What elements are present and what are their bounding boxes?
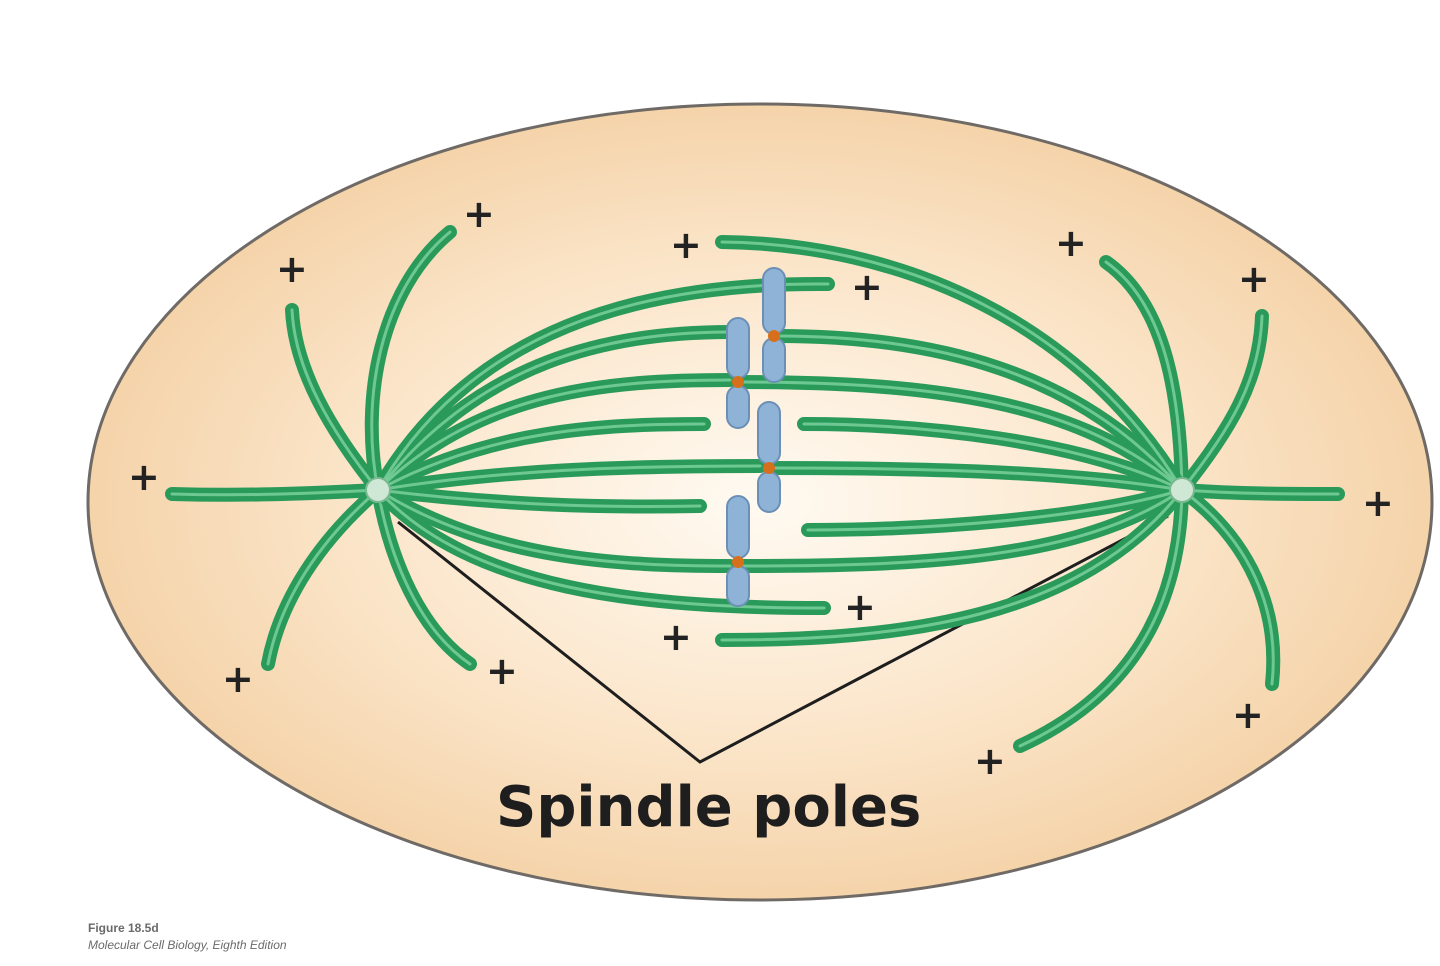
spindle-microtubules-right: [715, 235, 1189, 647]
spindle-poles-label: Spindle poles: [496, 775, 922, 840]
plus-end-marker: +: [670, 223, 702, 267]
plus-end-markers: + + + + + + + + + + + + + +: [128, 192, 1394, 783]
plus-end-marker: +: [660, 615, 692, 659]
plus-end-marker: +: [1362, 481, 1394, 525]
spindle-pole-left: [365, 477, 391, 503]
plus-end-marker: +: [486, 649, 518, 693]
plus-end-marker: +: [222, 657, 254, 701]
plus-end-marker: +: [1238, 257, 1270, 301]
chromosome: [726, 495, 750, 607]
plus-end-marker: +: [974, 739, 1006, 783]
plus-end-marker: +: [1232, 693, 1264, 737]
figure-number: Figure 18.5d: [88, 921, 159, 935]
figure-caption: Figure 18.5d Molecular Cell Biology, Eig…: [88, 920, 287, 954]
plus-end-marker: +: [276, 247, 308, 291]
astral-microtubules-left: [165, 225, 477, 671]
plus-end-marker: +: [1055, 221, 1087, 265]
plus-end-marker: +: [844, 585, 876, 629]
chromosome: [762, 267, 786, 383]
chromosomes: [726, 267, 786, 607]
chromosome: [757, 401, 781, 513]
astral-microtubules-right: [1013, 255, 1345, 753]
spindle-pole-right: [1169, 477, 1195, 503]
book-title: Molecular Cell Biology, Eighth Edition: [88, 938, 287, 952]
plus-end-marker: +: [463, 192, 495, 236]
spindle-microtubules-left: [371, 276, 835, 615]
plus-end-marker: +: [851, 265, 883, 309]
plus-end-marker: +: [128, 455, 160, 499]
chromosome: [726, 317, 750, 429]
